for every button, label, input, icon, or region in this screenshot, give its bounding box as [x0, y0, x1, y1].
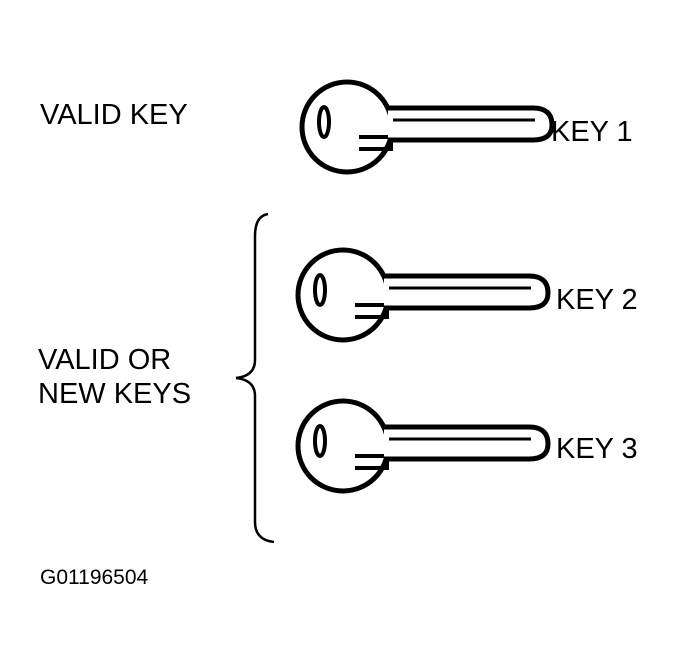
- valid-or-new-keys-line2: NEW KEYS: [38, 378, 192, 410]
- key-3-label: KEY 3: [556, 433, 638, 465]
- key-1-label: KEY 1: [551, 116, 633, 148]
- key-3-icon: [298, 401, 548, 491]
- valid-key-label: VALID KEY: [40, 99, 188, 131]
- key-1-icon: [302, 82, 552, 172]
- key-2-label: KEY 2: [556, 284, 638, 316]
- group-brace: [235, 212, 275, 544]
- key-2-icon: [298, 250, 548, 340]
- valid-or-new-keys-label: VALID OR NEW KEYS: [38, 343, 191, 411]
- valid-or-new-keys-line1: VALID OR: [38, 344, 172, 376]
- figure-id-label: G01196504: [40, 566, 149, 589]
